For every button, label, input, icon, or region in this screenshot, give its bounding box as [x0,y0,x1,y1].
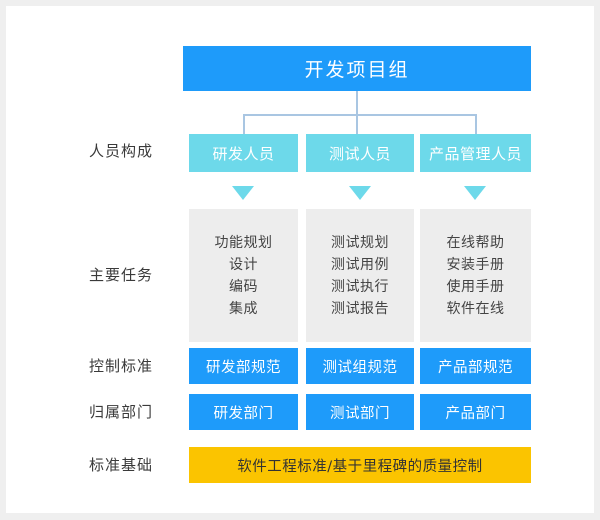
connector-drop-column-1 [243,114,245,136]
arrow-down-icon-column-1 [232,186,254,200]
task-item: 测试报告 [331,300,389,317]
standard-box-column-2: 测试组规范 [306,348,414,384]
department-label-1: 研发部门 [213,405,274,422]
connector-drop-column-2 [356,114,358,136]
task-item: 测试规划 [331,234,389,251]
task-item: 功能规划 [214,234,273,251]
foundation-bar: 软件工程标准/基于里程碑的质量控制 [189,447,531,483]
standard-label-2: 测试组规范 [322,359,398,376]
department-box-column-1: 研发部门 [189,394,298,430]
personnel-label-2: 测试人员 [328,144,391,163]
standard-box-column-3: 产品部规范 [420,348,531,384]
task-item: 安装手册 [446,256,505,273]
task-item: 设计 [229,256,258,273]
arrow-down-icon-column-3 [464,186,486,200]
personnel-box-column-3: 产品管理人员 [420,134,531,172]
task-item: 集成 [229,300,258,317]
connector-stem-vertical [356,91,358,115]
row-label-personnel: 人员构成 [88,142,153,160]
task-item: 测试执行 [331,278,389,295]
top-node-label: 开发项目组 [304,59,410,81]
standard-box-column-1: 研发部规范 [189,348,298,384]
task-item: 软件在线 [446,300,505,317]
row-label-standards: 控制标准 [88,357,153,375]
tasks-box-column-2: 测试规划 测试用例 测试执行 测试报告 [306,209,414,342]
row-label-tasks: 主要任务 [88,266,153,284]
row-label-foundation: 标准基础 [88,456,153,474]
task-item: 测试用例 [331,256,389,273]
connector-drop-column-3 [475,114,477,136]
diagram-card: 开发项目组 人员构成 研发人员 测试人员 产品管理人员 主要任务 功能规划 设计… [6,6,594,513]
task-item: 在线帮助 [446,234,505,251]
department-label-3: 产品部门 [445,405,506,422]
personnel-box-column-1: 研发人员 [189,134,298,172]
personnel-label-1: 研发人员 [212,144,275,163]
task-item: 编码 [229,278,258,295]
tasks-box-column-1: 功能规划 设计 编码 集成 [189,209,298,342]
department-box-column-3: 产品部门 [420,394,531,430]
task-item: 使用手册 [446,278,505,295]
department-box-column-2: 测试部门 [306,394,414,430]
top-node-development-project-group: 开发项目组 [183,46,531,91]
department-label-2: 测试部门 [330,405,390,422]
personnel-box-column-2: 测试人员 [306,134,414,172]
standard-label-3: 产品部规范 [438,359,513,376]
connector-horizontal-bar [243,114,477,116]
standard-label-1: 研发部规范 [206,359,281,376]
foundation-bar-label: 软件工程标准/基于里程碑的质量控制 [237,458,483,475]
personnel-label-3: 产品管理人员 [428,144,522,163]
tasks-box-column-3: 在线帮助 安装手册 使用手册 软件在线 [420,209,531,342]
arrow-down-icon-column-2 [349,186,371,200]
row-label-departments: 归属部门 [88,403,153,421]
